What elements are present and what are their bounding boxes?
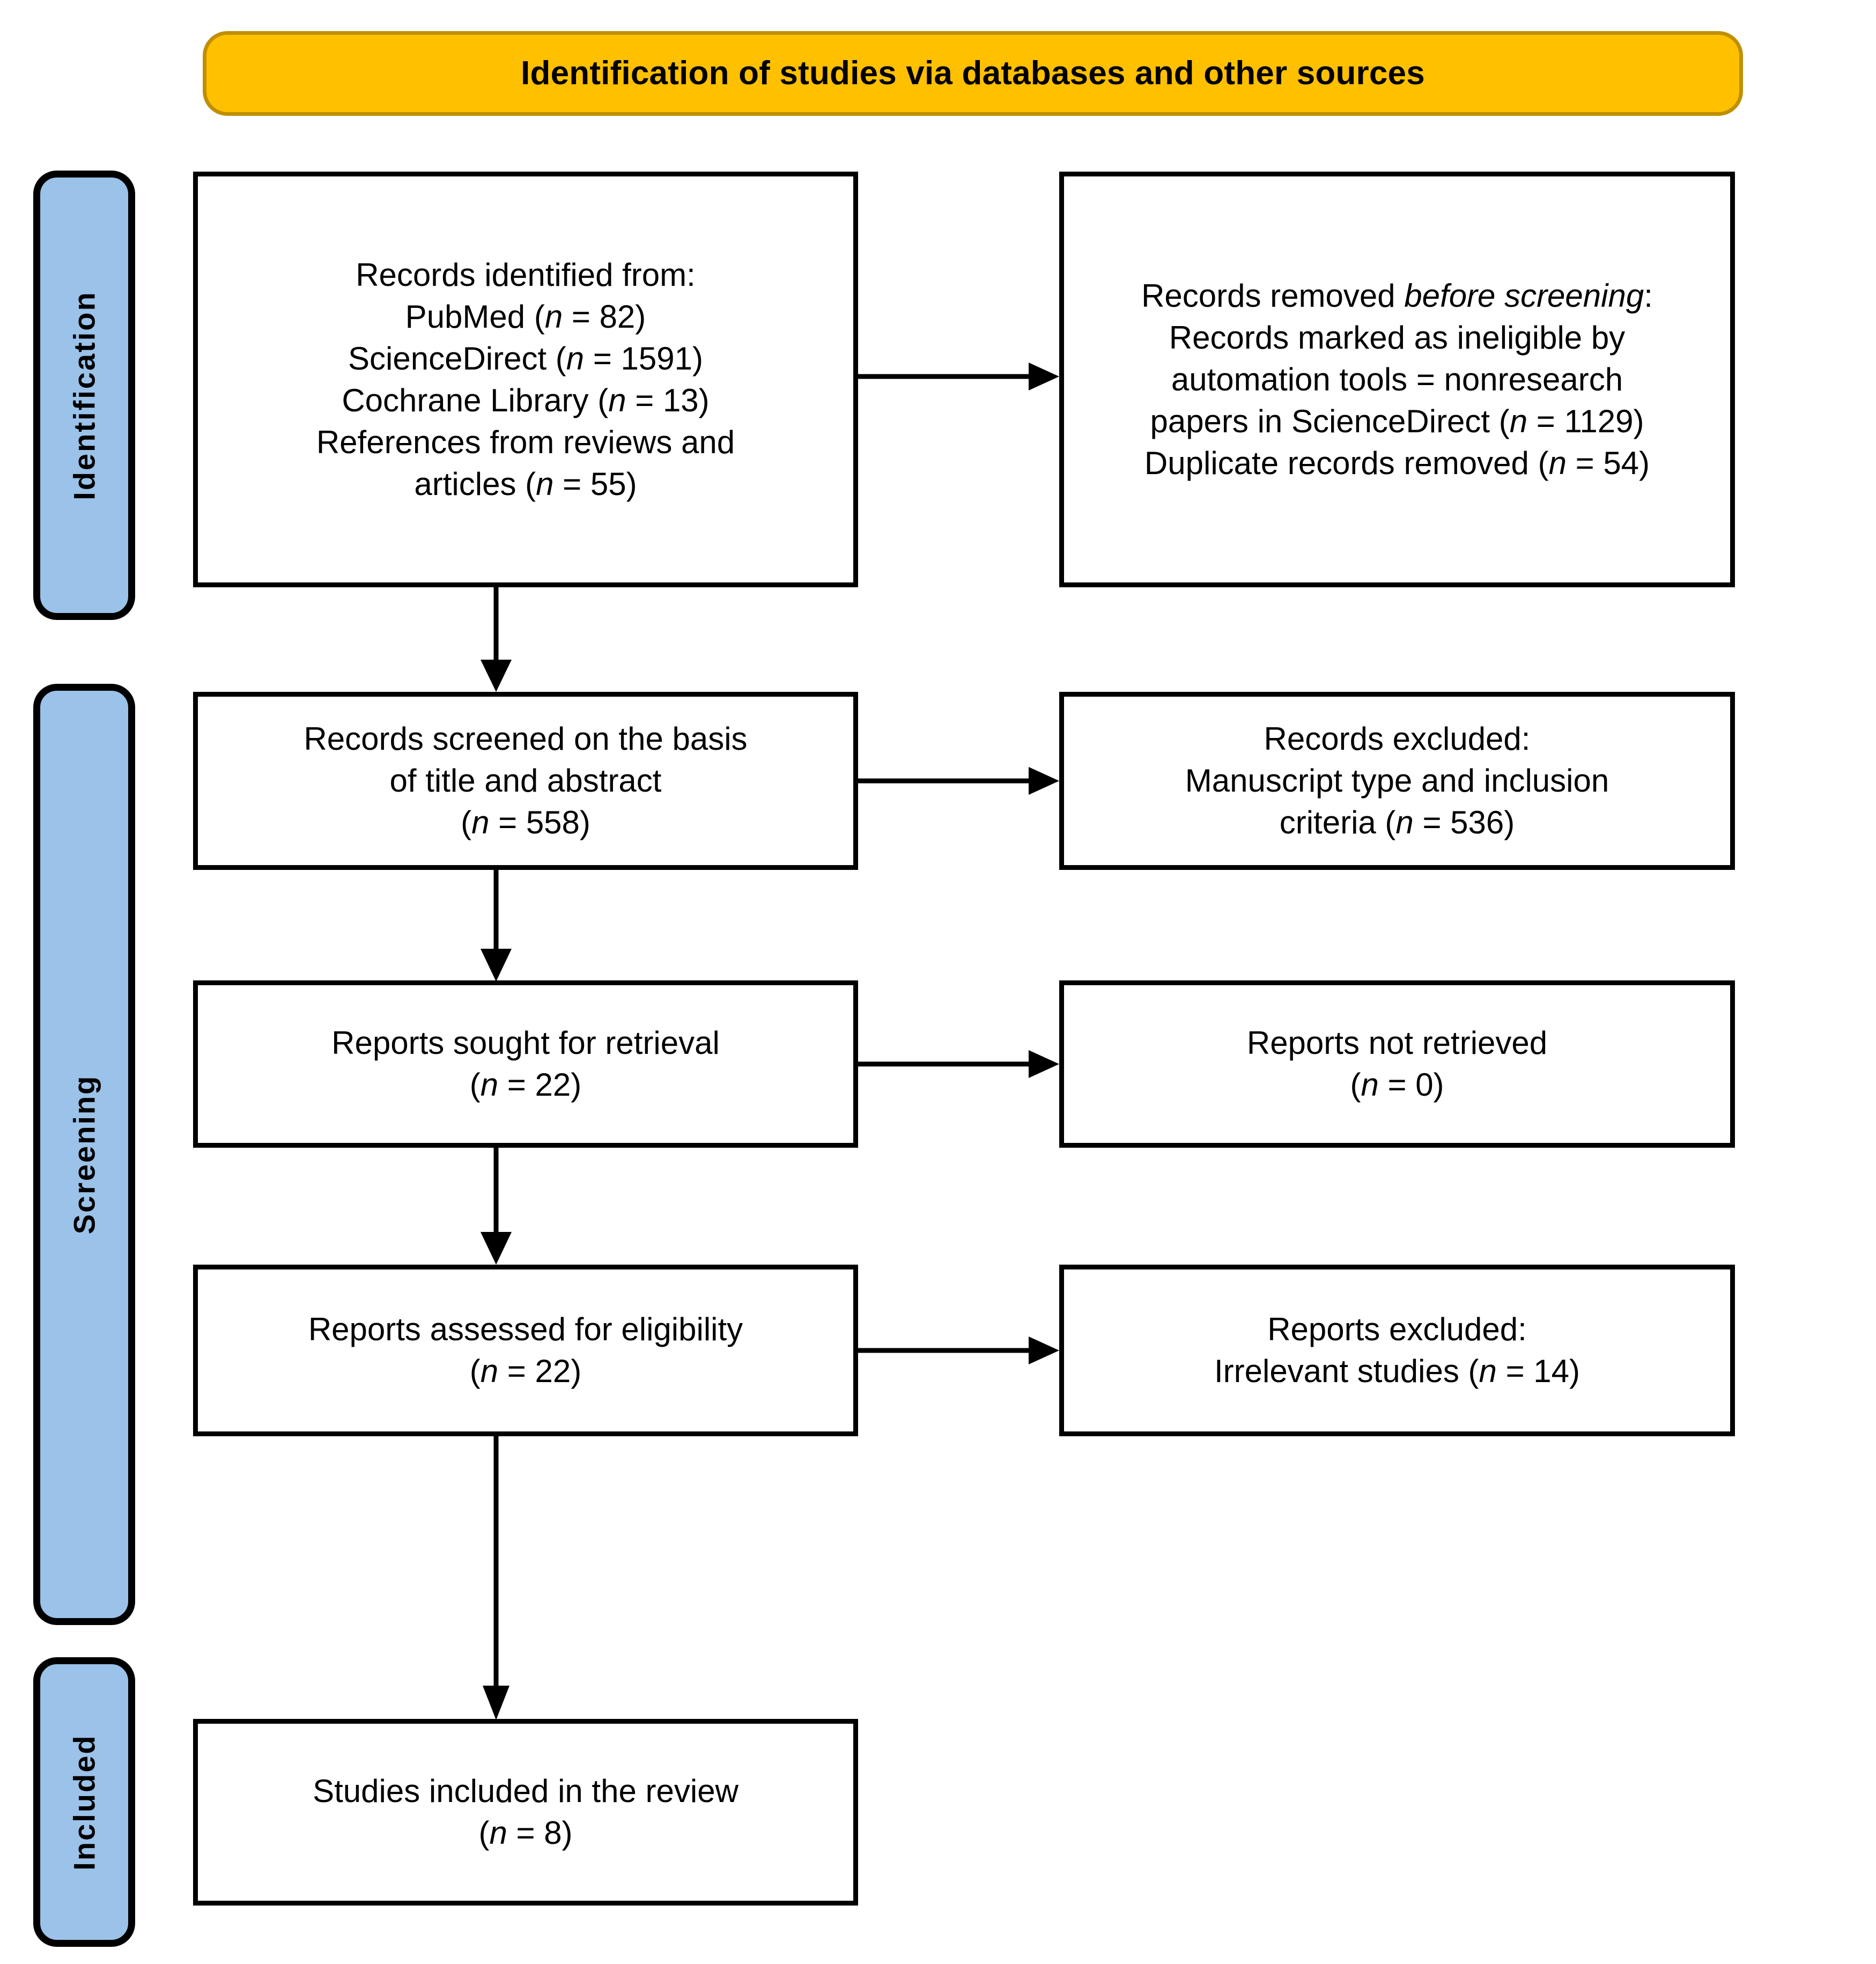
box-studies-included: Studies included in the review (n = 8) [193, 1719, 858, 1906]
box-reports-excluded: Reports excluded: Irrelevant studies (n … [1059, 1265, 1735, 1436]
arrow-assessed-to-excluded [857, 1334, 1066, 1367]
box-records-identified-text: Records identified from: PubMed (n = 82)… [316, 256, 735, 502]
box-records-screened: Records screened on the basis of title a… [193, 692, 858, 870]
box-reports-excluded-text: Reports excluded: Irrelevant studies (n … [1214, 1311, 1580, 1389]
arrow-sought-to-not-retrieved [857, 1048, 1066, 1080]
arrow-assessed-to-included [477, 1434, 515, 1723]
box-reports-sought: Reports sought for retrieval (n = 22) [193, 980, 858, 1148]
stage-label-included: Included [67, 1733, 101, 1871]
box-reports-sought-text: Reports sought for retrieval (n = 22) [331, 1025, 720, 1103]
box-records-excluded-text: Records excluded: Manuscript type and in… [1185, 721, 1609, 840]
box-records-identified: Records identified from: PubMed (n = 82)… [193, 172, 858, 587]
box-reports-not-retrieved-text: Reports not retrieved (n = 0) [1246, 1025, 1548, 1103]
box-reports-not-retrieved: Reports not retrieved (n = 0) [1059, 980, 1735, 1148]
stage-label-screening: Screening [67, 1074, 101, 1235]
diagram-header-banner: Identification of studies via databases … [203, 31, 1743, 116]
box-records-screened-text: Records screened on the basis of title a… [304, 721, 748, 840]
arrow-screened-to-sought [477, 867, 515, 984]
arrow-identified-to-screened [477, 585, 515, 695]
stage-pill-identification: Identification [33, 171, 135, 620]
arrow-identified-to-removed [857, 360, 1066, 393]
box-reports-assessed-text: Reports assessed for eligibility (n = 22… [308, 1311, 743, 1389]
box-records-removed: Records removed before screening: Record… [1059, 172, 1735, 587]
box-reports-assessed: Reports assessed for eligibility (n = 22… [193, 1265, 858, 1436]
arrow-sought-to-assessed [477, 1145, 515, 1267]
diagram-title: Identification of studies via databases … [521, 54, 1425, 92]
stage-pill-included: Included [33, 1657, 135, 1947]
stage-label-identification: Identification [67, 290, 101, 500]
box-records-excluded: Records excluded: Manuscript type and in… [1059, 692, 1735, 870]
box-records-removed-text: Records removed before screening: Record… [1141, 277, 1653, 481]
arrow-screened-to-excluded [857, 765, 1066, 797]
stage-pill-screening: Screening [33, 684, 135, 1625]
box-studies-included-text: Studies included in the review (n = 8) [313, 1773, 738, 1851]
